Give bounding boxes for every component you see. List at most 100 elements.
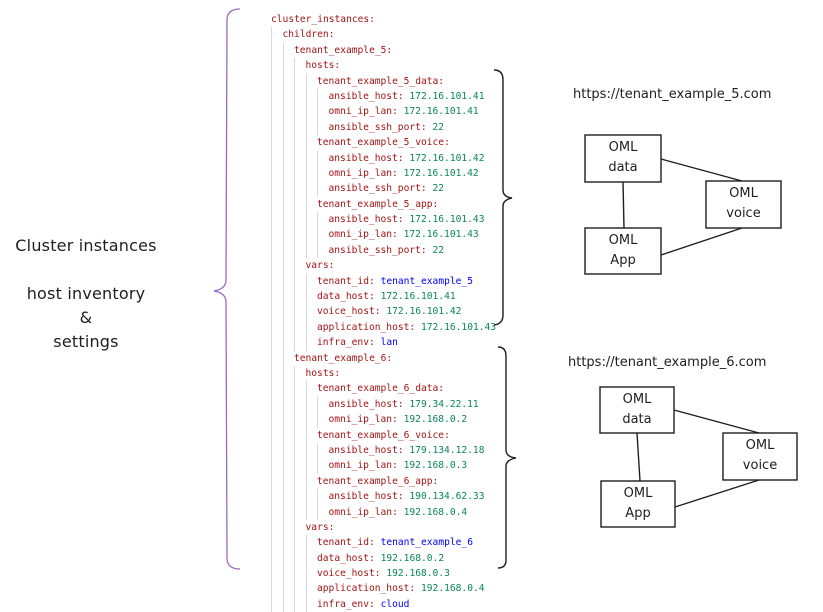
indent-guide bbox=[271, 442, 272, 459]
edge-data-voice-6 bbox=[673, 409, 760, 434]
yaml-colon: : bbox=[444, 429, 450, 441]
indent-guide bbox=[282, 119, 284, 136]
yaml-value: tenant_example_5 bbox=[380, 275, 473, 287]
yaml-value: 172.16.101.41 bbox=[409, 90, 485, 102]
right-brace-tenant-5 bbox=[493, 69, 513, 326]
indent-guide bbox=[271, 596, 272, 612]
indent-guide bbox=[282, 58, 284, 74]
yaml-key: application_host bbox=[317, 583, 410, 595]
indent-guide bbox=[271, 196, 272, 213]
yaml-colon: : bbox=[374, 568, 381, 580]
indent-guide bbox=[282, 473, 284, 490]
yaml-key: tenant_example_6 bbox=[294, 352, 387, 364]
indent-guide bbox=[294, 504, 295, 520]
yaml-key: vars bbox=[305, 260, 329, 272]
indent-guide bbox=[294, 535, 295, 551]
yaml-key: infra_env bbox=[317, 598, 369, 610]
indent-guide bbox=[317, 242, 318, 259]
indent-guide bbox=[305, 535, 307, 551]
yaml-value: 172.16.101.41 bbox=[403, 106, 479, 118]
indent-guide bbox=[271, 58, 272, 74]
yaml-colon: : bbox=[432, 475, 439, 487]
indent-guide bbox=[271, 73, 272, 89]
indent-guide bbox=[294, 119, 295, 136]
indent-guide bbox=[305, 304, 307, 320]
yaml-value: 22 bbox=[432, 183, 445, 195]
indent-guide bbox=[271, 350, 272, 366]
indent-guide bbox=[271, 550, 272, 567]
edge-app-voice-5 bbox=[660, 227, 743, 256]
left-brace bbox=[213, 8, 241, 570]
indent-guide bbox=[305, 212, 307, 228]
indent-guide bbox=[294, 596, 295, 612]
yaml-colon: : bbox=[397, 444, 404, 456]
indent-guide bbox=[282, 596, 284, 612]
yaml-key: ansible_host bbox=[328, 491, 398, 503]
indent-guide bbox=[305, 458, 307, 474]
yaml-value: 190.134.62.33 bbox=[409, 491, 485, 503]
indent-guide bbox=[271, 396, 272, 413]
indent-guide bbox=[282, 412, 284, 428]
indent-guide bbox=[282, 458, 284, 474]
indent-guide bbox=[282, 181, 284, 197]
yaml-colon: : bbox=[328, 29, 335, 41]
indent-guide bbox=[317, 458, 318, 474]
yaml-key: omni_ip_lan bbox=[328, 414, 393, 426]
indent-guide bbox=[294, 289, 295, 305]
indent-guide bbox=[271, 412, 272, 428]
indent-guide bbox=[305, 550, 307, 567]
indent-guide bbox=[271, 289, 272, 305]
yaml-colon: : bbox=[392, 167, 398, 179]
indent-guide bbox=[294, 412, 295, 428]
yaml-key: tenant_example_5_data bbox=[317, 75, 439, 87]
indent-guide bbox=[271, 42, 272, 59]
indent-guide bbox=[317, 165, 318, 182]
indent-guide bbox=[271, 504, 272, 520]
yaml-colon: : bbox=[368, 552, 375, 564]
yaml-colon: : bbox=[397, 90, 404, 102]
indent-guide bbox=[305, 442, 307, 459]
indent-guide bbox=[294, 442, 295, 459]
indent-guide bbox=[271, 381, 272, 397]
indent-guide bbox=[271, 335, 272, 351]
yaml-key: voice_host bbox=[317, 568, 375, 580]
yaml-key: ansible_host bbox=[328, 444, 398, 456]
indent-guide bbox=[294, 550, 295, 567]
node-voice-6 bbox=[722, 432, 798, 481]
yaml-colon: : bbox=[392, 414, 398, 426]
indent-guide bbox=[294, 104, 295, 120]
label-line-2: & bbox=[79, 308, 93, 327]
indent-guide bbox=[271, 242, 272, 259]
indent-guide bbox=[294, 489, 295, 505]
indent-guide bbox=[294, 165, 295, 182]
yaml-value: 192.168.0.4 bbox=[421, 583, 485, 595]
indent-guide bbox=[271, 319, 272, 336]
yaml-value: 172.16.101.43 bbox=[403, 229, 479, 241]
yaml-colon: : bbox=[392, 229, 398, 241]
indent-guide bbox=[317, 489, 318, 505]
indent-guide bbox=[271, 365, 272, 382]
yaml-key: ansible_ssh_port bbox=[328, 121, 421, 133]
yaml-value: 172.16.101.42 bbox=[403, 167, 479, 179]
yaml-key: vars bbox=[305, 521, 329, 533]
indent-guide bbox=[294, 381, 295, 397]
yaml-colon: : bbox=[420, 244, 427, 256]
indent-guide bbox=[271, 227, 272, 243]
yaml-colon: : bbox=[334, 367, 341, 379]
indent-guide bbox=[282, 519, 284, 536]
indent-guide bbox=[282, 104, 284, 120]
indent-guide bbox=[271, 27, 272, 43]
yaml-value: 172.16.101.43 bbox=[421, 321, 497, 333]
indent-guide bbox=[317, 212, 318, 228]
label-title: Cluster instances bbox=[15, 236, 157, 255]
yaml-value: lan bbox=[380, 337, 398, 349]
indent-guide bbox=[317, 412, 318, 428]
yaml-colon: : bbox=[368, 598, 375, 610]
indent-guide bbox=[282, 165, 284, 182]
yaml-value: cloud bbox=[380, 598, 410, 610]
edge-app-voice-6 bbox=[674, 479, 760, 508]
indent-guide bbox=[271, 535, 272, 551]
indent-guide bbox=[271, 427, 272, 443]
